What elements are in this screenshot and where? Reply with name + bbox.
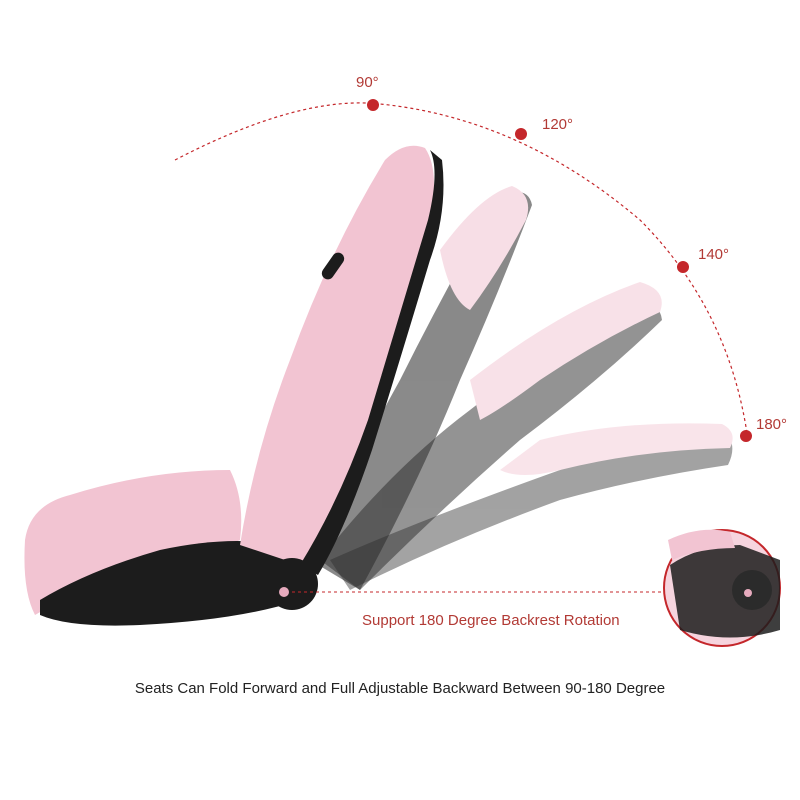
seat-back-ghost-140 — [320, 282, 662, 590]
angle-label-180: 180° — [756, 416, 788, 433]
rotation-callout-text: Support 180 Degree Backrest Rotation — [362, 612, 620, 629]
angle-marker-140 — [677, 261, 689, 273]
zoom-detail — [663, 529, 781, 647]
angle-label-120: 120° — [542, 116, 574, 133]
seat-back-ghost-120 — [310, 186, 532, 590]
angle-marker-90 — [367, 99, 379, 111]
seat-cushion — [24, 470, 242, 615]
seat-main — [24, 145, 444, 626]
recliner-knob — [266, 558, 318, 610]
caption-text: Seats Can Fold Forward and Full Adjustab… — [134, 680, 666, 697]
angle-marker-180 — [740, 430, 752, 442]
angle-marker-120 — [515, 128, 527, 140]
angle-label-90: 90° — [356, 74, 379, 91]
seat-backrest — [240, 145, 434, 565]
seat-back-ghost-180 — [330, 423, 733, 590]
angle-label-140: 140° — [698, 246, 730, 263]
rotation-arc — [174, 102, 749, 441]
